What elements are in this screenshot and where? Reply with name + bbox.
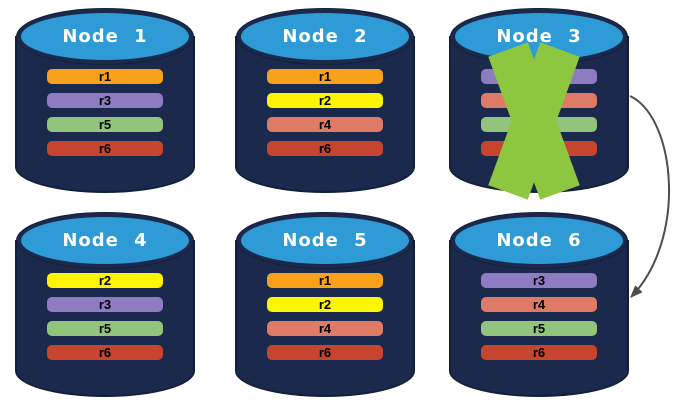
replica-bar-r3: r3: [481, 273, 597, 288]
cylinder-top: Node 6: [451, 213, 627, 268]
cylinder-top: Node 2: [237, 9, 413, 64]
db-node-2: Node 2 r1 r2 r4 r6: [235, 9, 415, 193]
node-title: Node 4: [62, 230, 148, 251]
node-title: Node 1: [62, 26, 148, 47]
db-node-5: Node 5 r1 r2 r4 r6: [235, 213, 415, 397]
db-node-4: Node 4 r2 r3 r5 r6: [15, 213, 195, 397]
db-node-3: Node 3r3r4r5r6: [449, 9, 629, 200]
replica-list: r1 r2 r4 r6: [235, 69, 415, 156]
replica-bar-r2: r2: [267, 93, 383, 108]
replica-bar-r5: r5: [481, 321, 597, 336]
node-title: Node 3: [496, 26, 582, 47]
replica-label: r5: [532, 321, 546, 336]
cylinder-top: Node 1: [17, 9, 193, 64]
replica-label: r6: [98, 345, 112, 360]
replica-bar-r6: r6: [267, 141, 383, 156]
replica-list: r3 r4 r5 r6: [449, 273, 629, 360]
replica-label: r3: [532, 273, 546, 288]
replica-list: r2 r3 r5 r6: [15, 273, 195, 360]
replica-label: r4: [318, 117, 332, 132]
replica-label: r1: [318, 69, 332, 84]
cylinder-top: Node 5: [237, 213, 413, 268]
replica-label: r5: [98, 117, 112, 132]
node-title: Node 6: [496, 230, 582, 251]
replica-bar-r4: r4: [267, 117, 383, 132]
replica-bar-r6: r6: [481, 345, 597, 360]
replica-label: r1: [98, 69, 112, 84]
replica-bar-r2: r2: [267, 297, 383, 312]
db-node-1: Node 1 r1 r3 r5 r6: [15, 9, 195, 193]
replica-bar-r3: r3: [47, 93, 163, 108]
replica-bar-r1: r1: [267, 69, 383, 84]
replica-label: r6: [532, 345, 546, 360]
replica-bar-r6: r6: [267, 345, 383, 360]
replica-list: r1 r3 r5 r6: [15, 69, 195, 156]
replica-bar-r3: r3: [47, 297, 163, 312]
replica-label: r3: [98, 93, 112, 108]
replica-label: r3: [98, 297, 112, 312]
replica-bar-r1: r1: [267, 273, 383, 288]
replica-label: r4: [532, 297, 546, 312]
replica-label: r5: [98, 321, 112, 336]
replica-bar-r1: r1: [47, 69, 163, 84]
replica-label: r1: [318, 273, 332, 288]
db-node-6: Node 6 r3 r4 r5 r6: [449, 213, 629, 397]
replica-label: r6: [318, 141, 332, 156]
replica-bar-r4: r4: [481, 297, 597, 312]
replica-bar-r5: r5: [47, 321, 163, 336]
node-title: Node 2: [282, 26, 368, 47]
replica-label: r4: [318, 321, 332, 336]
replica-bar-r2: r2: [47, 273, 163, 288]
replica-bar-r4: r4: [267, 321, 383, 336]
node-title: Node 5: [282, 230, 368, 251]
replica-bar-r5: r5: [47, 117, 163, 132]
cylinder-top: Node 4: [17, 213, 193, 268]
replica-label: r2: [318, 93, 332, 108]
failover-arrow-path: [629, 95, 670, 299]
replica-label: r2: [318, 297, 332, 312]
replica-label: r6: [318, 345, 332, 360]
replica-list: r1 r2 r4 r6: [235, 273, 415, 360]
replica-label: r2: [98, 273, 112, 288]
replica-bar-r6: r6: [47, 345, 163, 360]
replica-label: r6: [98, 141, 112, 156]
replica-bar-r6: r6: [47, 141, 163, 156]
